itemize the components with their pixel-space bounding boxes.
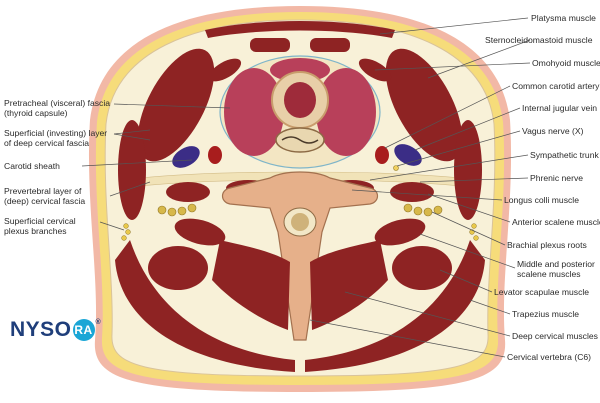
label-internal-jugular-vein: Internal jugular vein: [522, 103, 598, 113]
deep-cervical-muscles-left: [212, 240, 290, 330]
label-sternocleidomastoid-muscle: Sternocleidomastoid muscle: [485, 35, 593, 45]
logo-text: NYSO: [10, 318, 72, 341]
thyroid-right-lobe: [316, 68, 376, 156]
label-middle-posterior-scalene-2: scalene muscles: [517, 269, 581, 279]
omohyoid-left: [208, 58, 242, 82]
label-common-carotid-artery: Common carotid artery: [512, 81, 600, 91]
label-sympathetic-trunk: Sympathetic trunk: [530, 150, 599, 160]
logo-registered: ®: [95, 319, 102, 326]
trachea-lumen: [284, 82, 316, 118]
deep-cervical-muscles-right: [310, 240, 388, 330]
anterior-scalene-right: [390, 182, 434, 202]
label-cervical-vertebra-c6: Cervical vertebra (C6): [507, 352, 592, 362]
label-superficial-cervical-plexus-2: plexus branches: [4, 226, 67, 236]
label-phrenic-nerve: Phrenic nerve: [530, 173, 584, 183]
label-vagus-nerve: Vagus nerve (X): [522, 126, 584, 136]
vagus-nerve-right: [393, 165, 399, 171]
esophagus-folds: [281, 136, 319, 144]
label-prevertebral-layer-2: (deep) cervical fascia: [4, 196, 86, 206]
label-levator-scapulae-muscle: Levator scapulae muscle: [494, 287, 590, 297]
anterior-scalene-left: [166, 182, 210, 202]
label-carotid-sheath: Carotid sheath: [4, 161, 60, 171]
logo-circle: RA: [72, 319, 95, 341]
label-middle-posterior-scalene-1: Middle and posterior: [517, 259, 595, 269]
label-brachial-plexus-roots: Brachial plexus roots: [507, 240, 587, 250]
label-investing-layer-2: of deep cervical fascia: [4, 138, 90, 148]
common-carotid-artery-left: [208, 146, 222, 164]
spinal-cord: [291, 213, 309, 231]
label-investing-layer-1: Superficial (investing) layer: [4, 128, 108, 138]
label-platysma-muscle: Platysma muscle: [531, 13, 596, 23]
brachial-plexus-roots-right: [403, 203, 443, 217]
levator-scapulae-left: [148, 246, 208, 290]
leader-lines-right: [309, 17, 531, 358]
levator-scapulae-right: [392, 246, 452, 290]
side-muscle-left: [118, 120, 146, 220]
trapezius-right: [305, 240, 485, 372]
strap-muscle-right: [310, 38, 350, 52]
label-trapezius-muscle: Trapezius muscle: [512, 309, 580, 319]
middle-posterior-scalene-left: [174, 218, 226, 246]
strap-muscle-left: [250, 38, 290, 52]
label-prevertebral-layer-1: Prevertebral layer of: [4, 186, 82, 196]
label-anterior-scalene-muscle: Anterior scalene muscle: [512, 217, 600, 227]
sternocleidomastoid-right: [385, 48, 463, 162]
internal-jugular-vein-left: [172, 146, 200, 168]
platysma-muscle: [205, 21, 395, 38]
thyroid-left-lobe: [224, 68, 284, 156]
sternocleidomastoid-left: [137, 48, 215, 162]
label-longus-colli-muscle: Longus colli muscle: [504, 195, 579, 205]
label-pretracheal-fascia-1: Pretracheal (visceral) fascia: [4, 98, 111, 108]
middle-posterior-scalene-right: [374, 218, 426, 246]
leader-lines-left: [81, 103, 231, 231]
label-deep-cervical-muscles: Deep cervical muscles: [512, 331, 598, 341]
label-omohyoid-muscle: Omohyoid muscle: [532, 58, 600, 68]
label-pretracheal-fascia-2: (thyroid capsule): [4, 108, 68, 118]
common-carotid-artery-right: [375, 146, 389, 164]
side-muscle-right: [454, 120, 482, 220]
brachial-plexus-roots-left: [157, 203, 197, 217]
label-superficial-cervical-plexus-1: Superficial cervical: [4, 216, 76, 226]
internal-jugular-vein-right: [394, 144, 422, 166]
superficial-cervical-plexus-left: [121, 223, 131, 241]
trapezius-left: [115, 240, 295, 372]
